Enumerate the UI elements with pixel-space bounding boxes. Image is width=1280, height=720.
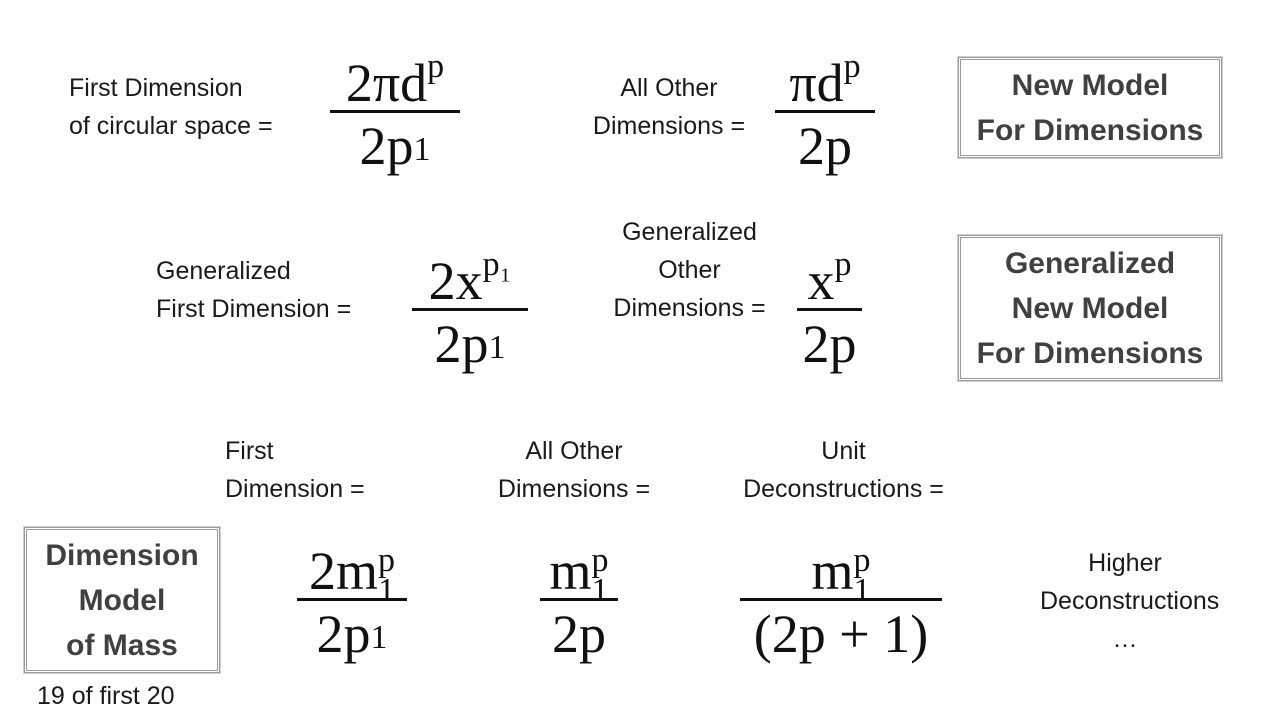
all-other-dimensions-label: All Other Dimensions = [583, 69, 755, 145]
label-line: of circular space = [69, 112, 273, 140]
mass-all-other-dimensions-label: All Other Dimensions = [487, 432, 661, 508]
mass-first-dimension-label: First Dimension = [225, 432, 365, 508]
generalized-other-dimensions-label: Generalized Other Dimensions = [602, 213, 777, 327]
numerator: m [549, 541, 592, 601]
exponent: p [378, 542, 395, 579]
denominator: 2p [552, 604, 606, 664]
fraction-bar [775, 110, 875, 113]
new-model-box: New Model For Dimensions [958, 57, 1222, 158]
numerator: 2x [428, 251, 483, 311]
generalized-first-dimension-label: Generalized First Dimension = [156, 252, 351, 328]
exponent: p [427, 48, 445, 85]
label-line: First Dimension = [156, 295, 352, 323]
denominator: 2p [798, 116, 852, 176]
dimension-model-of-mass-box: Dimension Model of Mass [24, 527, 220, 673]
fraction-bar [797, 308, 862, 311]
denominator: 2p [434, 314, 489, 374]
subscript: 1 [370, 619, 388, 656]
box-line: of Mass [66, 628, 178, 662]
fraction-bar [740, 598, 942, 601]
numerator: 2m [308, 541, 378, 601]
fraction-bar [330, 110, 460, 113]
label-line: Generalized [156, 257, 291, 285]
denominator: 2p [359, 116, 414, 176]
label-line: Deconstructions [1040, 587, 1220, 615]
label-line: Dimensions = [613, 294, 766, 322]
label-line: Generalized [622, 218, 757, 246]
box-line: Dimension [45, 538, 199, 572]
label-line: Deconstructions = [743, 475, 944, 503]
box-line: For Dimensions [976, 113, 1204, 147]
subscript: 1 [413, 131, 431, 168]
first-dimension-label: First Dimension of circular space = [69, 69, 273, 145]
label-line: First [225, 437, 274, 465]
subscript: 1 [853, 572, 871, 609]
exponent: p [843, 48, 861, 85]
box-line: Generalized [1004, 246, 1176, 280]
fraction-bar [540, 598, 618, 601]
denominator: 2p [802, 314, 857, 374]
numerator: πd [789, 53, 844, 113]
caption: 19 of first 20 [37, 682, 175, 710]
box-line: New Model [1011, 291, 1169, 325]
generalized-new-model-box: Generalized New Model For Dimensions [958, 235, 1222, 381]
label-line: Higher [1088, 549, 1162, 577]
label-line: First Dimension [69, 74, 243, 102]
denominator: 2p [316, 604, 371, 664]
box-line: For Dimensions [976, 336, 1204, 370]
label-line: All Other [620, 74, 718, 102]
fraction-bar [412, 308, 528, 311]
box-line: Model [78, 583, 166, 617]
label-line: Dimension = [225, 475, 365, 503]
denominator: (2p + 1) [753, 604, 929, 664]
label-line: Unit [821, 437, 866, 465]
exponent: p [591, 542, 609, 579]
numerator: 2πd [345, 53, 428, 113]
subscript: 1 [378, 572, 395, 609]
numerator: m [811, 541, 854, 601]
label-line: Dimensions = [592, 112, 746, 140]
label-line: Other [658, 256, 721, 284]
higher-deconstructions-label: Higher Deconstructions … [1040, 544, 1220, 658]
label-line: All Other [525, 437, 623, 465]
exponent: p [853, 542, 871, 579]
numerator: x [807, 251, 835, 311]
unit-deconstructions-label: Unit Deconstructions = [727, 432, 960, 508]
fraction-bar [297, 598, 407, 601]
subscript: 1 [591, 572, 609, 609]
box-line: New Model [1011, 68, 1169, 102]
label-line: … [1112, 625, 1138, 653]
exponent: p [834, 246, 852, 283]
exponent: p₁ [482, 246, 512, 283]
subscript: 1 [488, 329, 506, 366]
label-line: Dimensions = [497, 475, 651, 503]
